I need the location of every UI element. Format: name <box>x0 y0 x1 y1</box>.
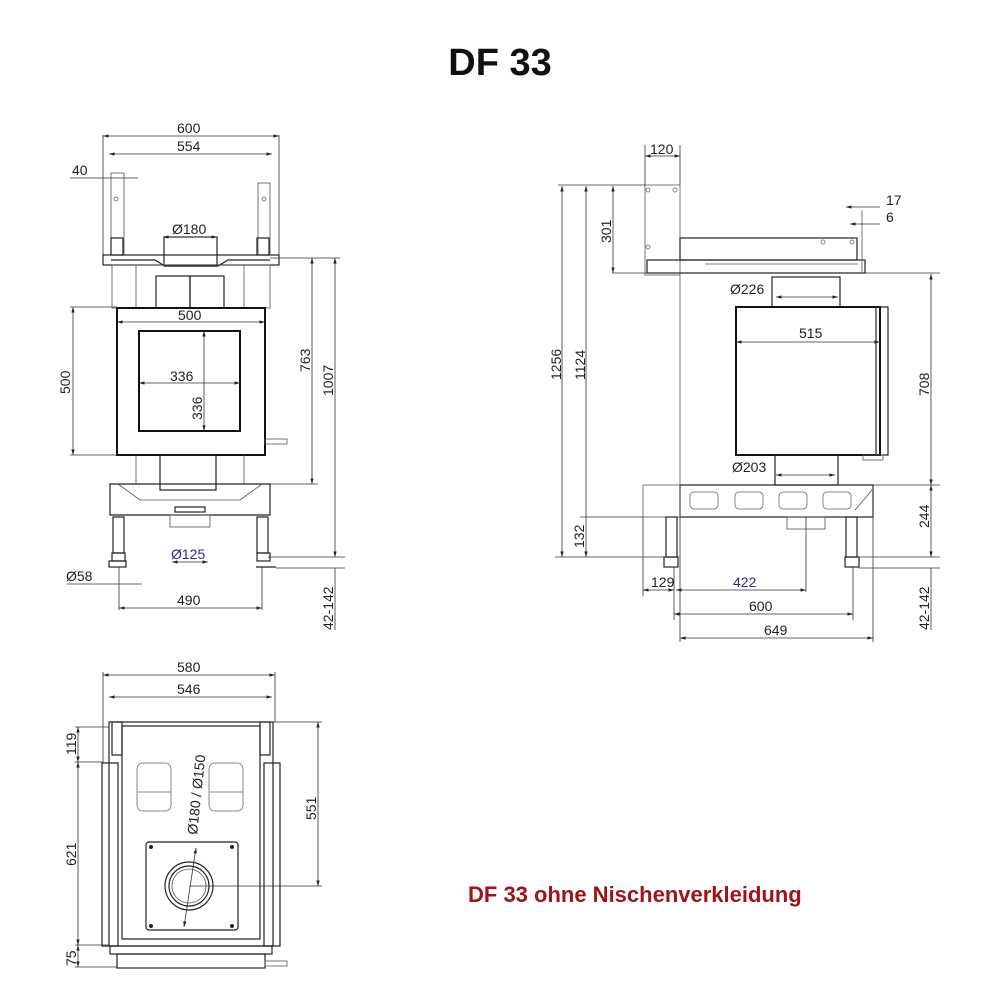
side-flue-top-label: Ø226 <box>730 281 764 297</box>
side-air-offset-label: 422 <box>733 574 757 590</box>
front-total-height-label: 1007 <box>320 365 336 396</box>
top-front-offset-label: 119 <box>63 732 79 755</box>
front-flue-top-label: Ø180 <box>172 221 206 237</box>
drawing-title: DF 33 <box>448 42 552 84</box>
side-leg-132-label: 132 <box>571 524 587 548</box>
top-view: 580 546 119 Ø180 / Ø150 551 621 75 <box>63 659 322 969</box>
front-door-height-label: 500 <box>57 370 73 394</box>
side-base-height-label: 244 <box>916 504 932 528</box>
front-foot-adjust-label: 42-142 <box>320 586 336 630</box>
side-flue-bottom-label: Ø203 <box>732 459 766 475</box>
side-view: 120 301 17 6 Ø226 515 1256 1124 708 Ø203… <box>548 141 940 642</box>
front-air-inlet-label: Ø125 <box>171 546 205 562</box>
side-firebox-width-label: 515 <box>799 325 823 341</box>
side-bracket-height-label: 301 <box>598 219 614 243</box>
side-depth-600-label: 600 <box>749 598 773 614</box>
side-firebox-height-label: 708 <box>916 372 932 396</box>
side-depth-649-label: 649 <box>764 622 788 638</box>
front-overall-width-label: 600 <box>177 120 201 136</box>
front-glass-width-label: 336 <box>170 368 194 384</box>
top-flue-center-label: 551 <box>303 796 319 820</box>
side-offset-129-label: 129 <box>651 574 675 590</box>
side-foot-adjust-label: 42-142 <box>916 586 932 630</box>
top-flue-diameter-label: Ø180 / Ø150 <box>184 754 208 836</box>
side-edge-6-label: 6 <box>886 209 894 225</box>
front-side-bracket-label: 40 <box>72 162 88 178</box>
top-inner-width-label: 546 <box>177 681 201 697</box>
front-inner-width-label: 554 <box>177 138 201 154</box>
front-foot-diameter-label: Ø58 <box>66 568 93 584</box>
side-bracket-width-label: 120 <box>650 141 674 157</box>
side-edge-17-label: 17 <box>886 192 902 208</box>
top-overall-width-label: 580 <box>177 659 201 675</box>
front-view: 600 554 40 Ø180 500 336 336 500 763 1007… <box>57 120 345 630</box>
top-depth-label: 621 <box>63 842 79 866</box>
side-height-1124-label: 1124 <box>572 350 588 380</box>
front-height-to-top-label: 763 <box>297 348 313 372</box>
front-foot-spacing-label: 490 <box>177 592 201 608</box>
top-rear-offset-label: 75 <box>63 950 79 966</box>
front-glass-height-label: 336 <box>189 396 205 420</box>
drawing-subtitle: DF 33 ohne Nischenverkleidung <box>468 882 802 907</box>
front-door-width-label: 500 <box>178 307 202 323</box>
side-total-height-label: 1256 <box>548 349 564 380</box>
